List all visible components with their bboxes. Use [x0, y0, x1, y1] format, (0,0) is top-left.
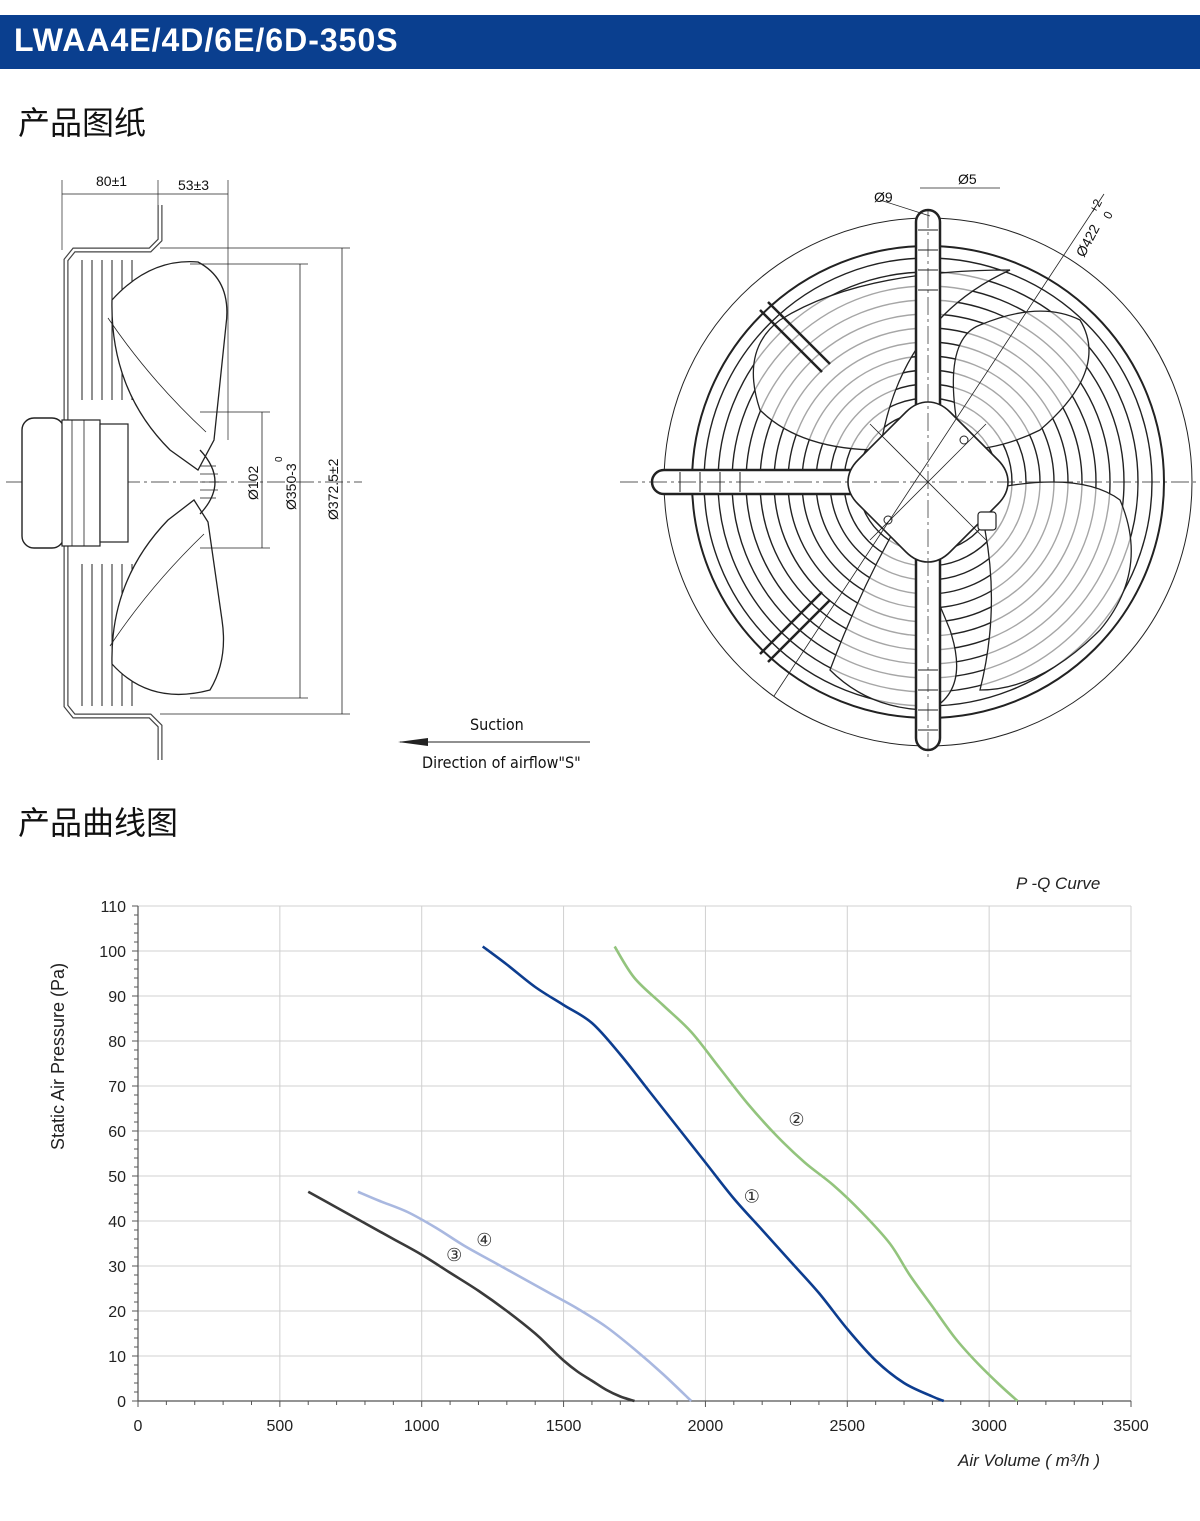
series-line-1	[481, 945, 945, 1403]
chart-series: ① ② ③④	[307, 945, 1019, 1403]
y-tick-label: 90	[108, 989, 126, 1006]
dim-372: Ø372.5±2	[325, 458, 341, 520]
y-axis-label: Static Air Pressure (Pa)	[48, 963, 68, 1150]
y-tick-label: 20	[108, 1304, 126, 1321]
fan-blades	[752, 269, 1132, 711]
dim-350-sup: 0	[274, 456, 285, 462]
y-tick-label: 40	[108, 1214, 126, 1231]
dim-350: Ø350-3	[283, 463, 299, 510]
chart-grid	[137, 905, 1132, 1402]
pq-chart: 0 500 1000 1500 2000 2500 3000 3500 0 10 20 30 40 50 6…	[48, 874, 1149, 1470]
page-title: LWAA4E/4D/6E/6D-350S	[14, 22, 399, 58]
x-tick-label: 3000	[971, 1418, 1007, 1435]
y-tick-label: 80	[108, 1034, 126, 1051]
series-marker-1: ①	[744, 1187, 760, 1208]
y-tick-label: 110	[100, 899, 126, 916]
blade-side-top	[111, 261, 228, 471]
series-marker-3: ③	[446, 1245, 462, 1266]
x-tick-label: 1000	[404, 1418, 440, 1435]
dim-line-422	[773, 193, 1105, 697]
curve-section-heading: 产品曲线图	[18, 804, 179, 842]
series-line-3	[307, 1190, 635, 1403]
series-line-4	[357, 1190, 693, 1402]
airflow-direction-label: Direction of airflow"S"	[422, 753, 581, 772]
chart-ticks: 0 500 1000 1500 2000 2500 3000 3500 0 10 20 30 40 50 6…	[99, 899, 1149, 1435]
x-tick-label: 3500	[1113, 1418, 1149, 1435]
series-marker-4: ④	[476, 1230, 492, 1251]
y-tick-label: 30	[108, 1259, 126, 1276]
dim-422-tol-top: +2	[1086, 196, 1105, 215]
x-axis-label: Air Volume ( m³/h )	[957, 1451, 1100, 1470]
blade-2	[979, 481, 1132, 691]
motor-housing	[21, 417, 65, 549]
series-marker-2: ②	[788, 1110, 804, 1131]
dim-422-tol-bot: 0	[1100, 209, 1116, 222]
dim-53: 53±3	[178, 177, 209, 193]
y-tick-label: 60	[108, 1124, 126, 1141]
series-line-2	[613, 945, 1019, 1402]
title-bar: LWAA4E/4D/6E/6D-350S	[0, 15, 1200, 69]
drawing-section-heading: 产品图纸	[18, 104, 147, 142]
x-tick-label: 1500	[546, 1418, 582, 1435]
chart-title: P -Q Curve	[1016, 874, 1100, 893]
motor-rotor	[99, 423, 129, 543]
chart-axes	[132, 905, 1132, 1407]
dim-102: Ø102	[245, 466, 261, 500]
airflow-indicator: Suction Direction of airflow"S"	[398, 715, 590, 772]
side-view	[6, 180, 362, 760]
product-drawing: 80±1 53±3 Ø102 Ø350-3 0 Ø372.5±2 Suction…	[6, 171, 1200, 772]
dim-9: Ø9	[874, 189, 893, 205]
x-tick-label: 2500	[829, 1418, 865, 1435]
dim-80: 80±1	[96, 173, 127, 189]
front-view	[620, 187, 1200, 760]
x-tick-label: 0	[134, 1418, 143, 1435]
y-tick-label: 50	[108, 1169, 126, 1186]
y-tick-label: 0	[117, 1394, 126, 1411]
x-tick-label: 2000	[688, 1418, 724, 1435]
y-tick-label: 10	[108, 1349, 126, 1366]
x-tick-label: 500	[267, 1418, 294, 1435]
blade-1	[952, 310, 1090, 451]
dim-5: Ø5	[958, 171, 977, 187]
y-tick-label: 100	[99, 944, 126, 961]
blade-side-bottom	[111, 499, 225, 696]
motor-body	[61, 419, 101, 547]
dim-422: Ø422	[1073, 221, 1103, 259]
arrow-left-icon	[398, 738, 428, 746]
y-tick-label: 70	[108, 1079, 126, 1096]
suction-label: Suction	[470, 715, 524, 734]
